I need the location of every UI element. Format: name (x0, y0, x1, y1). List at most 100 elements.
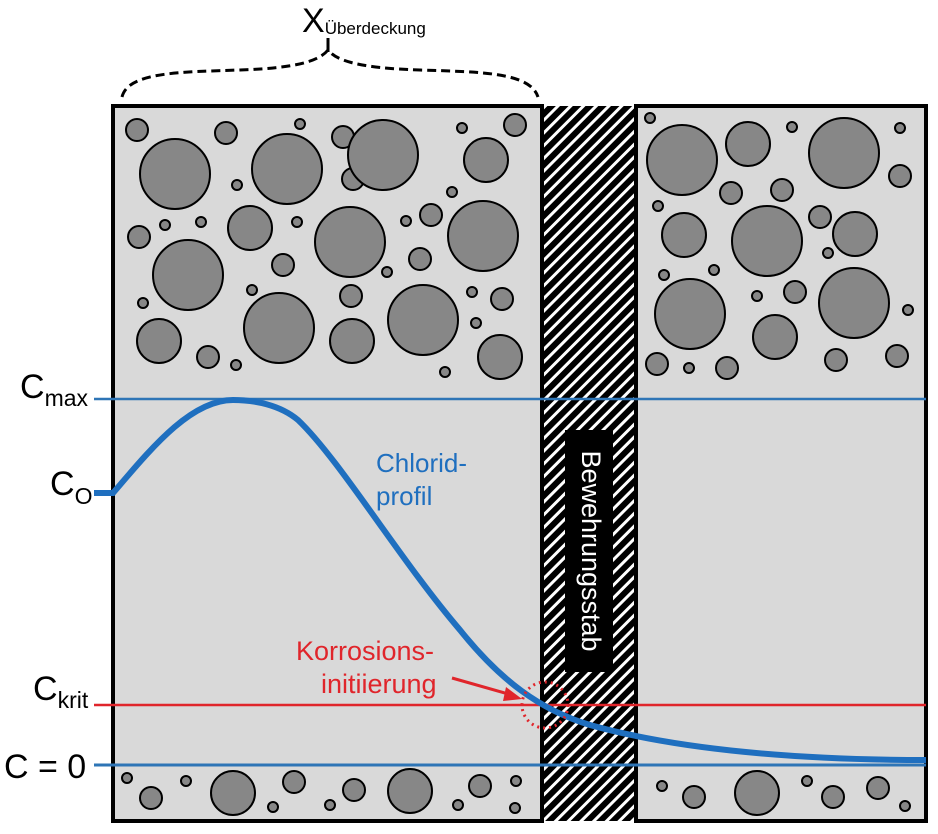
aggregate-stone (339, 284, 363, 308)
aggregate-stone (227, 205, 273, 251)
aggregate-stone (127, 225, 151, 249)
aggregate-stone (466, 286, 478, 298)
aggregate-stone (400, 215, 412, 227)
aggregate-stone (885, 344, 909, 368)
aggregate-stone (246, 284, 258, 296)
ckrit-label-main: C (33, 670, 58, 708)
aggregate-stone (463, 137, 509, 183)
aggregate-stone (683, 362, 695, 374)
aggregate-stone (210, 770, 256, 816)
cover-brace (120, 47, 540, 98)
aggregate-stone (387, 768, 433, 814)
aggregate-stone (719, 181, 743, 205)
annotation-arrow-head (503, 687, 522, 701)
aggregate-stone (661, 212, 707, 258)
aggregate-stone (808, 117, 880, 189)
rebar-label-box (565, 430, 613, 672)
aggregate-stone (510, 775, 522, 787)
annotation-arrow-line (451, 676, 513, 697)
aggregate-stone (821, 785, 845, 809)
aggregate-stone (125, 118, 149, 142)
aggregate-stone (509, 802, 521, 814)
aggregate-stone (139, 786, 163, 810)
aggregate-stone (137, 297, 149, 309)
aggregate-stone (786, 121, 798, 133)
aggregate-stone (195, 216, 207, 228)
c0-label-main: C (50, 465, 75, 503)
aggregate-stone (419, 203, 443, 227)
aggregate-stone (503, 113, 527, 137)
cmax-label-main: C (20, 368, 45, 406)
aggregate-stone (439, 366, 451, 378)
aggregate-stone (899, 800, 911, 812)
aggregate-stone (231, 179, 243, 191)
aggregate-stone (196, 345, 220, 369)
aggregate-stone (734, 770, 780, 816)
aggregate-stone (751, 290, 763, 302)
annotation-label-line2: initiierung (321, 669, 437, 699)
curve-label-line2: profil (376, 481, 432, 511)
aggregate-stone (490, 287, 514, 311)
cover-label: XÜberdeckung (302, 2, 426, 40)
cmax-label: Cmax (20, 368, 89, 411)
aggregate-stone (180, 775, 192, 787)
aggregate-stone (251, 133, 323, 205)
curve-label-line1: Chlorid- (376, 448, 467, 478)
rebar-label: Bewehrungsstab (576, 450, 606, 651)
c0-label-sub: O (75, 483, 93, 509)
aggregate-stone (214, 121, 238, 145)
cover-label-main: X (302, 2, 325, 40)
aggregate-stone (866, 776, 890, 800)
aggregate-stone (783, 280, 807, 304)
aggregate-stone (477, 334, 523, 380)
aggregate-stone (654, 278, 726, 350)
aggregates (121, 112, 914, 816)
c0-label: CO (50, 465, 92, 509)
czero-label: C = 0 (4, 748, 86, 786)
aggregate-stone (447, 200, 519, 272)
aggregate-stone (822, 247, 834, 259)
aggregate-stone (902, 304, 914, 316)
aggregate-stone (468, 774, 492, 798)
cover-label-sub: Überdeckung (325, 19, 426, 38)
aggregate-stone (818, 267, 890, 339)
aggregate-stone (645, 352, 669, 376)
aggregate-stone (271, 253, 295, 277)
aggregate-stone (682, 785, 706, 809)
aggregate-stone (381, 266, 393, 278)
aggregate-stone (267, 801, 279, 813)
ckrit-label-sub: krit (58, 687, 89, 713)
aggregate-stone (715, 356, 739, 380)
aggregate-stone (652, 200, 664, 212)
aggregate-stone (230, 359, 242, 371)
aggregate-stone (342, 778, 366, 802)
aggregate-stone (824, 348, 848, 372)
aggregate-stone (121, 772, 133, 784)
chloride-profile-curve (94, 396, 927, 763)
aggregate-stone (136, 318, 182, 364)
aggregate-stone (894, 122, 906, 134)
aggregate-stone (456, 122, 468, 134)
aggregate-stone (832, 211, 878, 257)
aggregate-stone (291, 216, 303, 228)
aggregate-stone (152, 239, 224, 311)
aggregate-stone (387, 284, 459, 356)
aggregate-stone (731, 205, 803, 277)
aggregate-stone (656, 780, 668, 792)
aggregate-stone (452, 799, 464, 811)
aggregate-stone (708, 264, 720, 276)
aggregate-stone (159, 219, 171, 231)
annotation-label-line1: Korrosions- (296, 636, 434, 666)
aggregate-stone (725, 121, 771, 167)
aggregate-stone (139, 138, 211, 210)
aggregate-stone (470, 317, 482, 329)
aggregate-stone (324, 799, 336, 811)
aggregate-stone (408, 247, 432, 271)
aggregate-stone (282, 770, 306, 794)
corrosion-initiation-marker (520, 680, 570, 730)
cmax-label-sub: max (45, 385, 89, 411)
aggregate-stone (446, 186, 458, 198)
aggregate-stone (658, 269, 670, 281)
aggregate-stone (347, 119, 419, 191)
